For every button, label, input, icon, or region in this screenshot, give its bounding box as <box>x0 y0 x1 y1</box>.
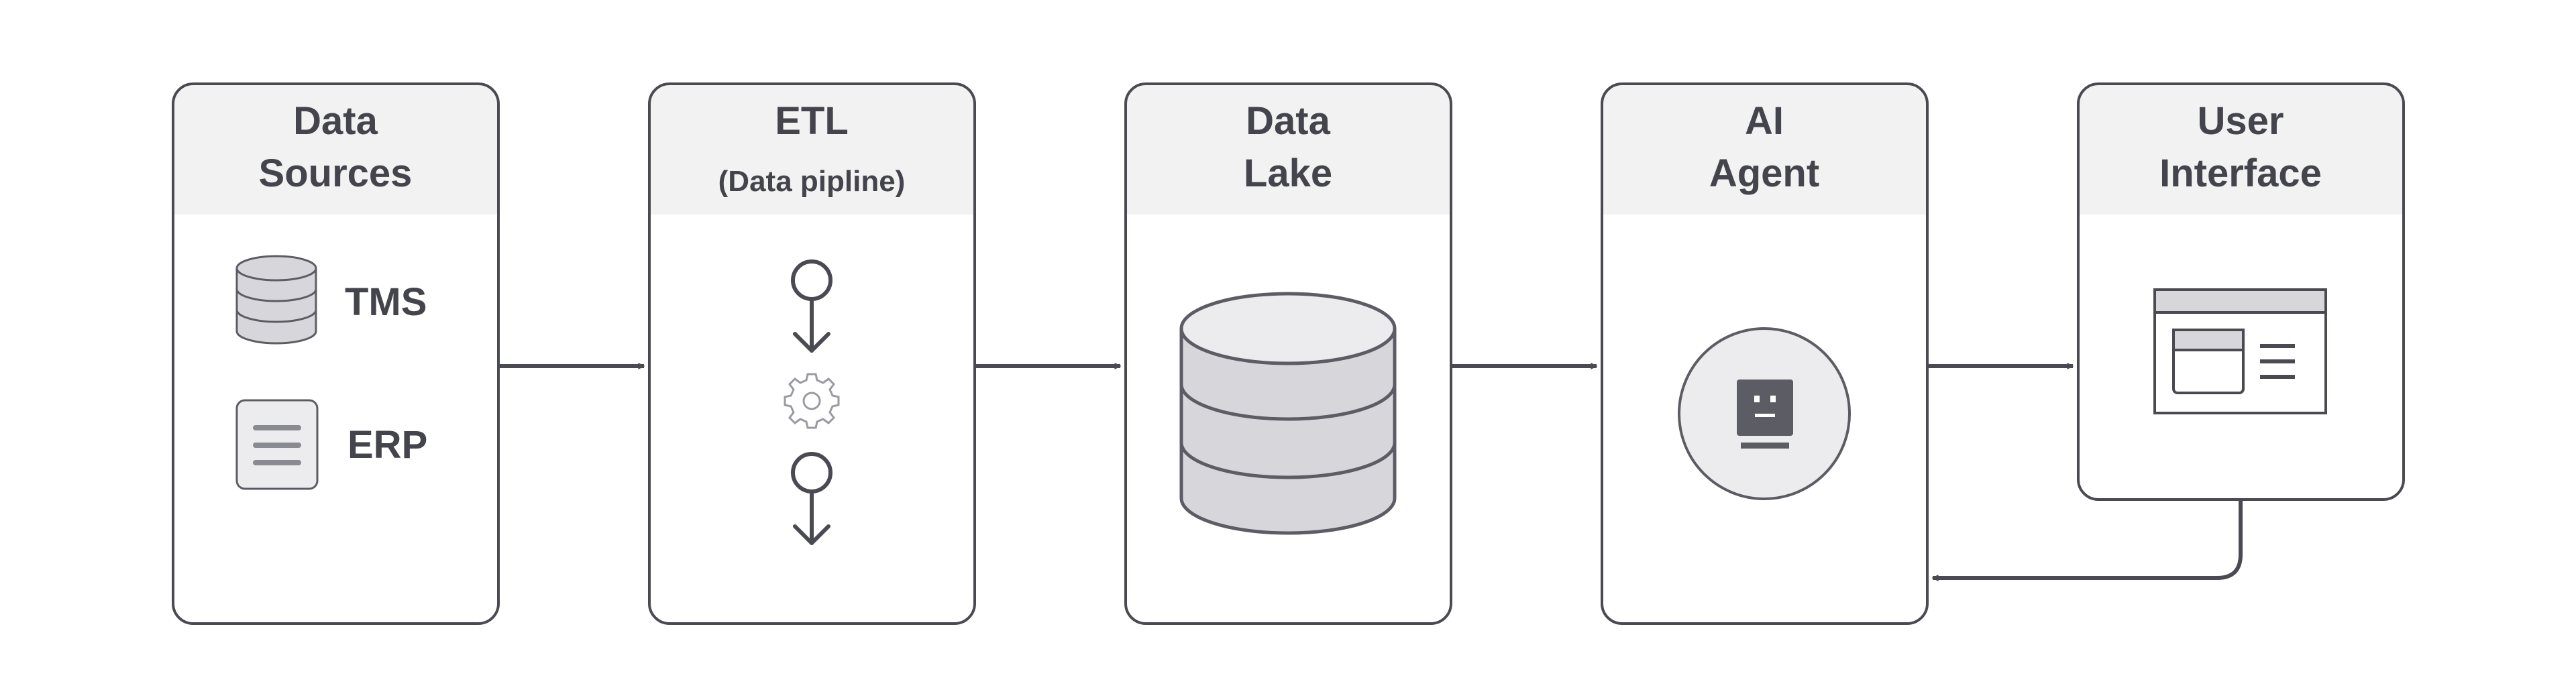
stage-title-line2: Interface <box>2159 152 2322 195</box>
gear-icon <box>784 373 840 429</box>
tms-label: TMS <box>345 280 427 324</box>
connectors <box>498 363 2243 581</box>
stage-header <box>649 84 975 215</box>
stage-title-line1: AI <box>1745 99 1784 143</box>
stage-header <box>1602 84 1927 215</box>
stage-data-lake: Data Lake <box>1124 82 1452 625</box>
document-icon <box>235 399 319 490</box>
window-icon <box>2153 288 2327 414</box>
arrow-ui-to-agent-feedback <box>1931 500 2243 581</box>
stage-title-line1: ETL <box>775 99 849 143</box>
stage-title-line2: Agent <box>1709 152 1819 195</box>
stage-border <box>648 82 976 625</box>
stage-title-line1: Data <box>1246 99 1330 143</box>
database-icon <box>1179 292 1397 535</box>
pin-arrow-down-icon <box>791 259 833 353</box>
stage-etl: ETL (Data pipline) <box>648 82 976 625</box>
stage-title-line1: User <box>2198 99 2284 143</box>
stage-data-sources: Data Sources TMS ERP <box>172 82 500 625</box>
stage-ai-agent: AI Agent <box>1601 82 1929 625</box>
stage-border <box>172 82 500 625</box>
erp-label: ERP <box>347 423 427 467</box>
stage-user-interface: User Interface <box>2077 82 2405 501</box>
stage-title-line1: Data <box>293 99 378 143</box>
stage-subtitle: (Data pipline) <box>718 165 906 198</box>
stage-title-line2: Lake <box>1244 152 1332 195</box>
stage-header <box>2078 84 2404 215</box>
pin-arrow-down-icon <box>791 452 833 545</box>
stage-box <box>649 84 975 624</box>
stage-title-line2: Sources <box>259 152 413 195</box>
stage-border <box>1601 82 1929 625</box>
stage-header <box>1126 84 1451 215</box>
stage-border <box>1124 82 1452 625</box>
database-icon <box>235 255 317 345</box>
robot-face-icon <box>1678 327 1851 500</box>
stage-header <box>173 84 498 215</box>
